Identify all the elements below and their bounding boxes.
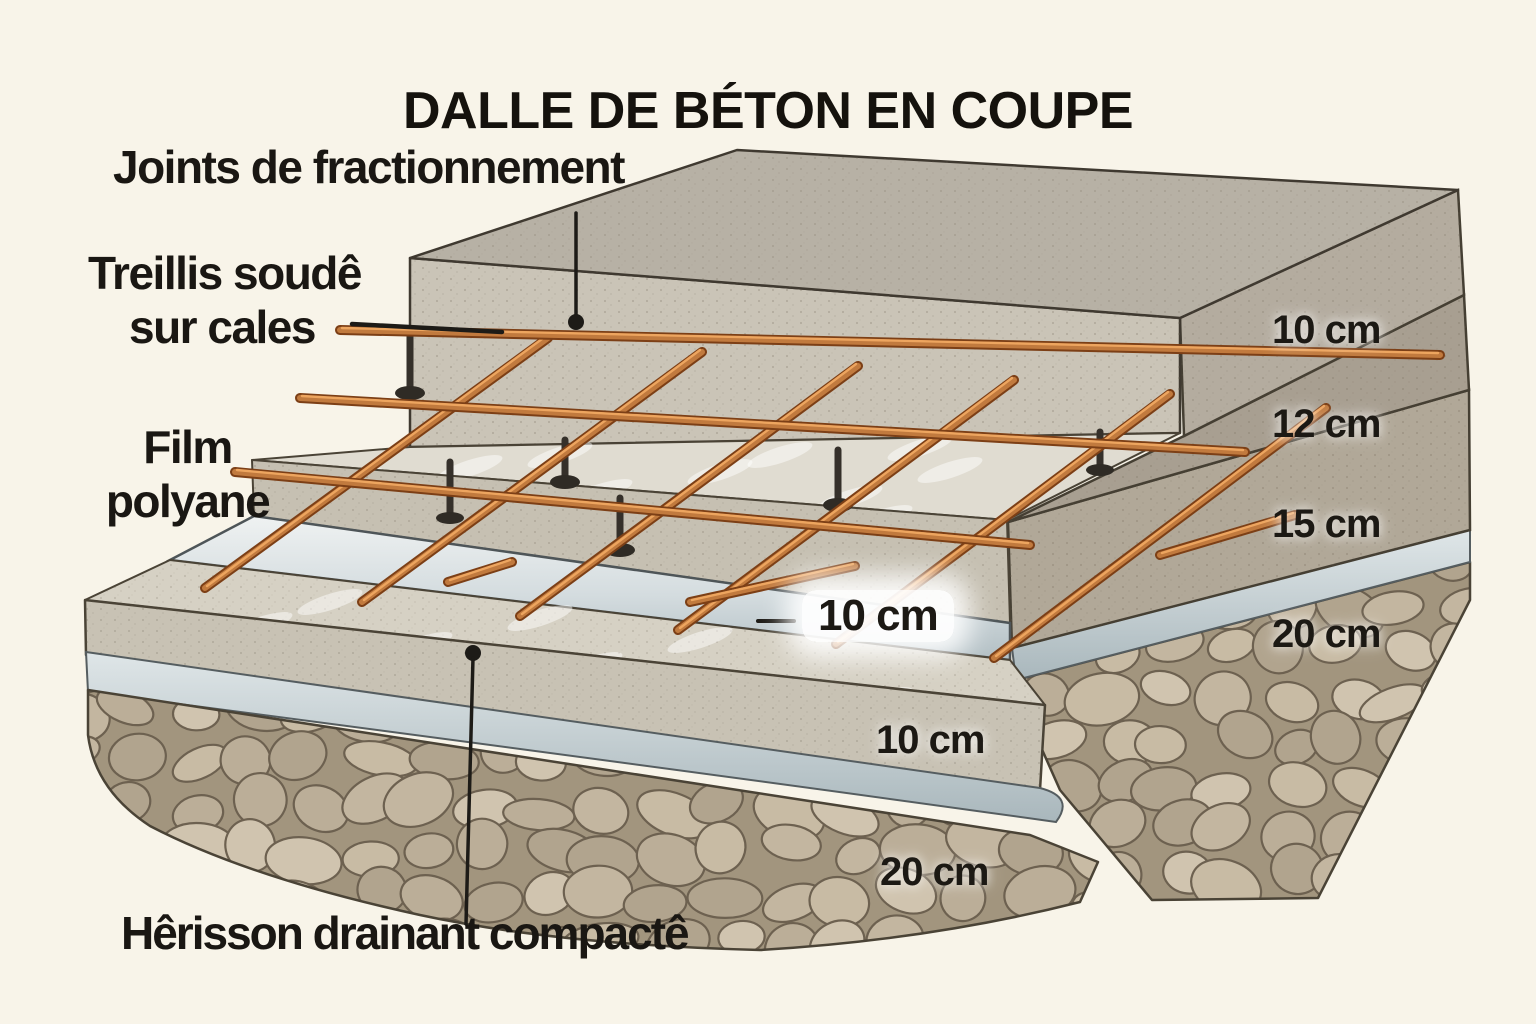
rebar-bar (335, 325, 1445, 360)
gravel-front-outline (86, 688, 1100, 952)
label-herisson-drainant: Hêrisson drainant compactê (121, 907, 690, 959)
bottom-slab-front-texture (85, 600, 1045, 790)
leader-joints (568, 211, 584, 330)
support-pin (550, 436, 580, 489)
label-treillis-line2: sur cales (129, 301, 316, 353)
measure-third-slab: 15 cm (1272, 502, 1381, 546)
measure-gravel-right: 20 cm (1272, 612, 1381, 656)
label-film-polyane: Film polyane (100, 420, 275, 528)
polyane-film-lower (84, 650, 1064, 824)
measure-slab-highlight: 10 cm (802, 590, 954, 642)
leader-treillis (349, 321, 505, 335)
leader-lines (349, 211, 796, 926)
label-film-line2: polyane (105, 475, 271, 527)
leader-herisson (464, 645, 481, 926)
rebar-bar (200, 333, 553, 593)
mesh-slab-front-texture (252, 460, 1010, 623)
cut-face-layer-bands (1006, 188, 1472, 902)
measure-slab-front: 10 cm (876, 718, 985, 762)
bottom-slab-top-texture (85, 560, 1045, 705)
top-slab-top-texture (410, 150, 1458, 318)
rebar-bar (989, 403, 1331, 663)
label-treillis-soude: Treillis soudê sur cales (88, 246, 363, 354)
support-pin (395, 332, 425, 400)
measure-gravel-front: 20 cm (880, 850, 989, 894)
measure-second-slab: 12 cm (1272, 402, 1381, 446)
bottom-slab (83, 559, 1047, 792)
layer-band-15cm-texture (1008, 390, 1470, 648)
rebar-bar (443, 557, 517, 587)
page-title: DALLE DE BÉTON EN COUPE (402, 81, 1134, 140)
label-film-line1: Film (143, 421, 233, 473)
label-treillis-line1: Treillis soudê (88, 247, 363, 299)
rebar-bar (515, 361, 863, 621)
label-joints-de-fractionnement: Joints de fractionnement (113, 141, 625, 193)
rebar-bar (230, 467, 1035, 550)
rebar-bar (685, 561, 860, 607)
rebar-bar (1155, 510, 1300, 560)
rebar-bar (357, 347, 707, 607)
measure-top-slab: 10 cm (1272, 308, 1381, 352)
rebar-bar (295, 393, 1250, 457)
layer-band-10cm-texture (1180, 190, 1464, 436)
